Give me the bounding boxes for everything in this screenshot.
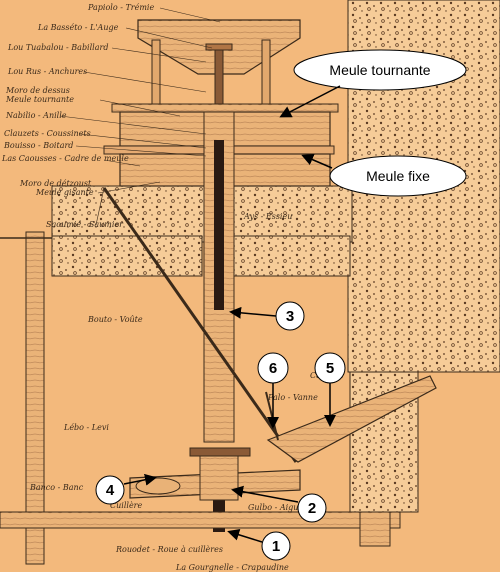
hopper-frame-left bbox=[151, 39, 161, 109]
vault-right bbox=[233, 235, 351, 277]
damsel-crank bbox=[205, 43, 233, 51]
callout-meule-fixe-text: Meule fixe bbox=[366, 168, 430, 184]
vanne-rod bbox=[265, 391, 279, 441]
saumier-rod bbox=[102, 187, 298, 463]
label-bouto: Bouto - Voûte bbox=[87, 315, 143, 324]
marker-3-number: 3 bbox=[286, 308, 294, 325]
label-basseto: La Basséto - L'Auge bbox=[37, 23, 119, 32]
marker-6-number: 6 bbox=[269, 360, 277, 377]
label-moro-dessus-fr: Meule tournante bbox=[5, 95, 74, 104]
marker-6: 6 bbox=[257, 352, 289, 429]
label-gourgnelle: La Gourgnelle - Crapaudine bbox=[175, 563, 289, 572]
label-caousses: Las Caousses - Cadre de meule bbox=[1, 154, 129, 163]
label-lebo: Lébo - Levi bbox=[63, 423, 109, 432]
marker-5: 5 bbox=[314, 352, 346, 427]
label-papiolo: Papiolo - Trémie bbox=[87, 3, 154, 12]
label-moro-dessus: Moro de dessus bbox=[5, 86, 70, 95]
marker-1-number: 1 bbox=[272, 538, 280, 555]
callout-meule-fixe: Meule fixe bbox=[301, 154, 467, 197]
marker-3: 3 bbox=[229, 301, 305, 331]
label-moro-detzoust-fr: Meule gisante bbox=[35, 188, 94, 197]
label-rouodet: Rouodet - Roue à cuillères bbox=[115, 545, 223, 554]
label-moro-detzoust: Moro de détzoust bbox=[19, 179, 92, 188]
label-saoumie: Saoumié - Saumier bbox=[46, 220, 124, 229]
label-gulbo: Gulbo - Aiguille bbox=[248, 503, 311, 512]
marker-2: 2 bbox=[231, 485, 327, 523]
spindle-iron bbox=[214, 140, 224, 310]
vault-left bbox=[51, 235, 203, 277]
left-post bbox=[25, 231, 45, 565]
marker-4: 4 bbox=[95, 473, 157, 505]
label-banco: Banco - Banc bbox=[29, 483, 84, 492]
label-tuabalou: Lou Tuabalou - Babillard bbox=[7, 43, 108, 52]
marker-5-number: 5 bbox=[326, 360, 334, 377]
label-bouisso: Bouisso - Boitard bbox=[3, 141, 73, 150]
hopper-frame-right bbox=[261, 39, 271, 109]
marker-4-number: 4 bbox=[106, 482, 115, 499]
stone-foundation bbox=[51, 185, 353, 243]
label-ays: Ays - Essieu bbox=[243, 212, 292, 221]
label-rus: Lou Rus - Anchures bbox=[7, 67, 87, 76]
marker-2-number: 2 bbox=[308, 500, 316, 517]
label-palo: Palo - Vanne bbox=[267, 393, 318, 402]
label-nabilio: Nabilio - Anille bbox=[5, 111, 67, 120]
callout-meule-tournante: Meule tournante bbox=[279, 49, 467, 118]
damsel-shaft bbox=[214, 49, 224, 109]
water-chute bbox=[266, 375, 437, 463]
wheel-frame-top bbox=[189, 447, 251, 457]
label-clauzets: Clauzets - Coussinets bbox=[4, 129, 91, 138]
right-beam-support bbox=[359, 511, 391, 547]
wheel-hub bbox=[199, 455, 239, 501]
ground-beam bbox=[0, 511, 401, 529]
label-cullere: Cuillère bbox=[110, 501, 143, 510]
marker-1: 1 bbox=[227, 528, 291, 561]
callout-meule-tournante-text: Meule tournante bbox=[329, 62, 430, 78]
leader-lines bbox=[59, 7, 221, 226]
